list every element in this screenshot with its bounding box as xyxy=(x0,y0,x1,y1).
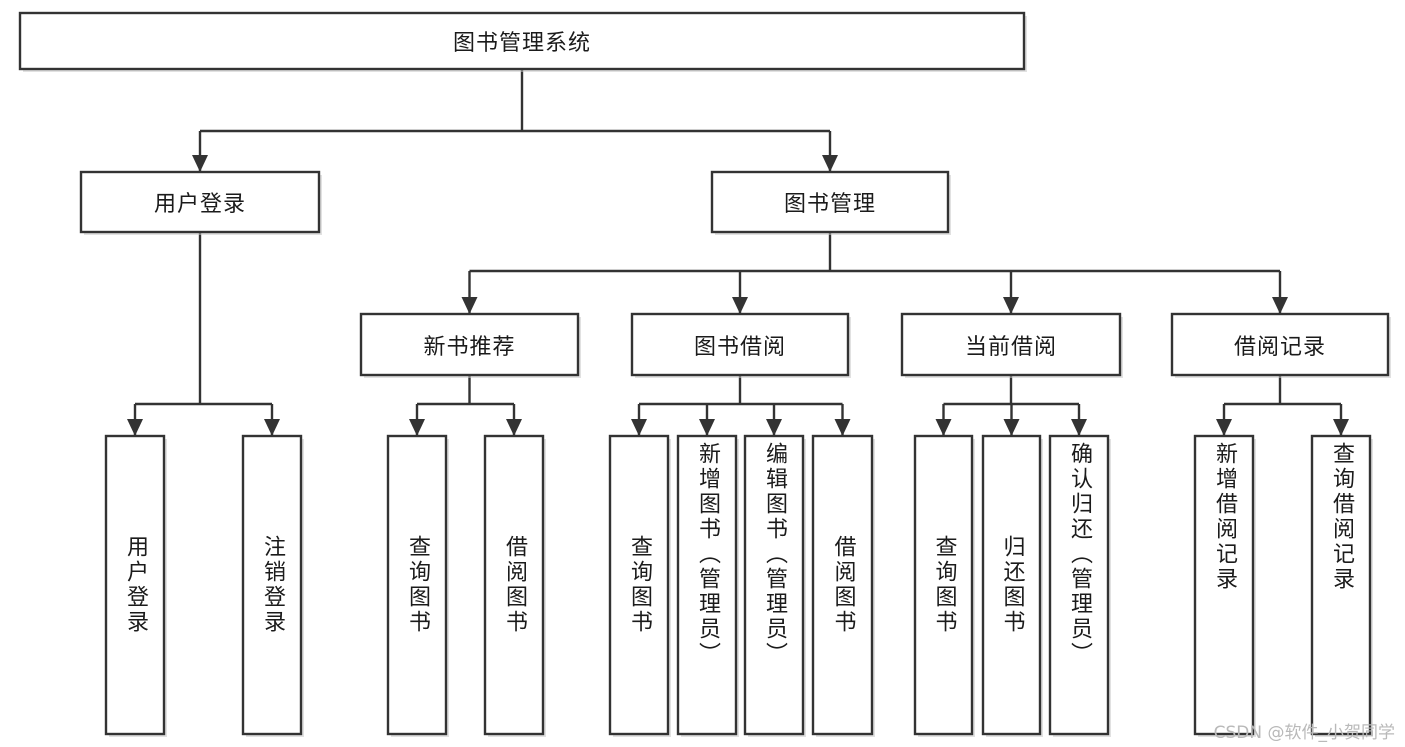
node-box-root[interactable] xyxy=(18,11,1026,71)
node-box-leaf-query-book-current[interactable] xyxy=(913,434,974,736)
arrow-head-icon xyxy=(409,419,425,436)
node-box-leaf-borrow-book-rec[interactable] xyxy=(483,434,545,736)
node-box-leaf-logout[interactable] xyxy=(241,434,303,736)
arrow-head-icon xyxy=(766,419,782,436)
node-box-leaf-add-record[interactable] xyxy=(1193,434,1255,736)
node-box-book-manage[interactable] xyxy=(710,170,950,234)
node-box-new-book-recommend[interactable] xyxy=(359,312,580,377)
arrow-head-icon xyxy=(1003,297,1019,314)
arrow-head-icon xyxy=(631,419,647,436)
node-box-leaf-add-book[interactable] xyxy=(676,434,738,736)
edges-layer xyxy=(127,69,1349,436)
node-box-leaf-user-login[interactable] xyxy=(104,434,166,736)
arrow-head-icon xyxy=(461,297,478,314)
node-box-user-login[interactable] xyxy=(79,170,321,234)
arrow-head-icon xyxy=(1071,419,1087,436)
node-box-leaf-borrow-book[interactable] xyxy=(811,434,874,736)
arrow-head-icon xyxy=(1216,419,1232,436)
csdn-watermark: CSDN @软件_小贺同学 xyxy=(1213,723,1395,743)
arrow-head-icon xyxy=(127,419,143,436)
node-box-current-borrow[interactable] xyxy=(900,312,1122,377)
node-box-leaf-edit-book[interactable] xyxy=(743,434,805,736)
node-box-leaf-confirm-return[interactable] xyxy=(1048,434,1110,736)
arrow-head-icon xyxy=(1272,297,1288,314)
node-box-leaf-query-record[interactable] xyxy=(1310,434,1372,736)
arrow-head-icon xyxy=(506,419,522,436)
arrow-head-icon xyxy=(192,155,208,172)
arrow-head-icon xyxy=(935,419,952,436)
node-box-leaf-return-book[interactable] xyxy=(981,434,1042,736)
node-box-book-borrow[interactable] xyxy=(630,312,850,377)
node-box-leaf-query-book-rec[interactable] xyxy=(386,434,448,736)
node-box-leaf-query-book-borrow[interactable] xyxy=(608,434,670,736)
node-box-borrow-record[interactable] xyxy=(1170,312,1390,377)
arrow-head-icon xyxy=(822,155,838,172)
arrow-head-icon xyxy=(264,419,280,436)
arrow-head-icon xyxy=(732,297,748,314)
boxes-layer xyxy=(18,11,1391,737)
arrow-head-icon xyxy=(834,419,851,436)
arrow-head-icon xyxy=(699,419,715,436)
arrow-head-icon xyxy=(1003,419,1020,436)
arrow-head-icon xyxy=(1333,419,1349,436)
